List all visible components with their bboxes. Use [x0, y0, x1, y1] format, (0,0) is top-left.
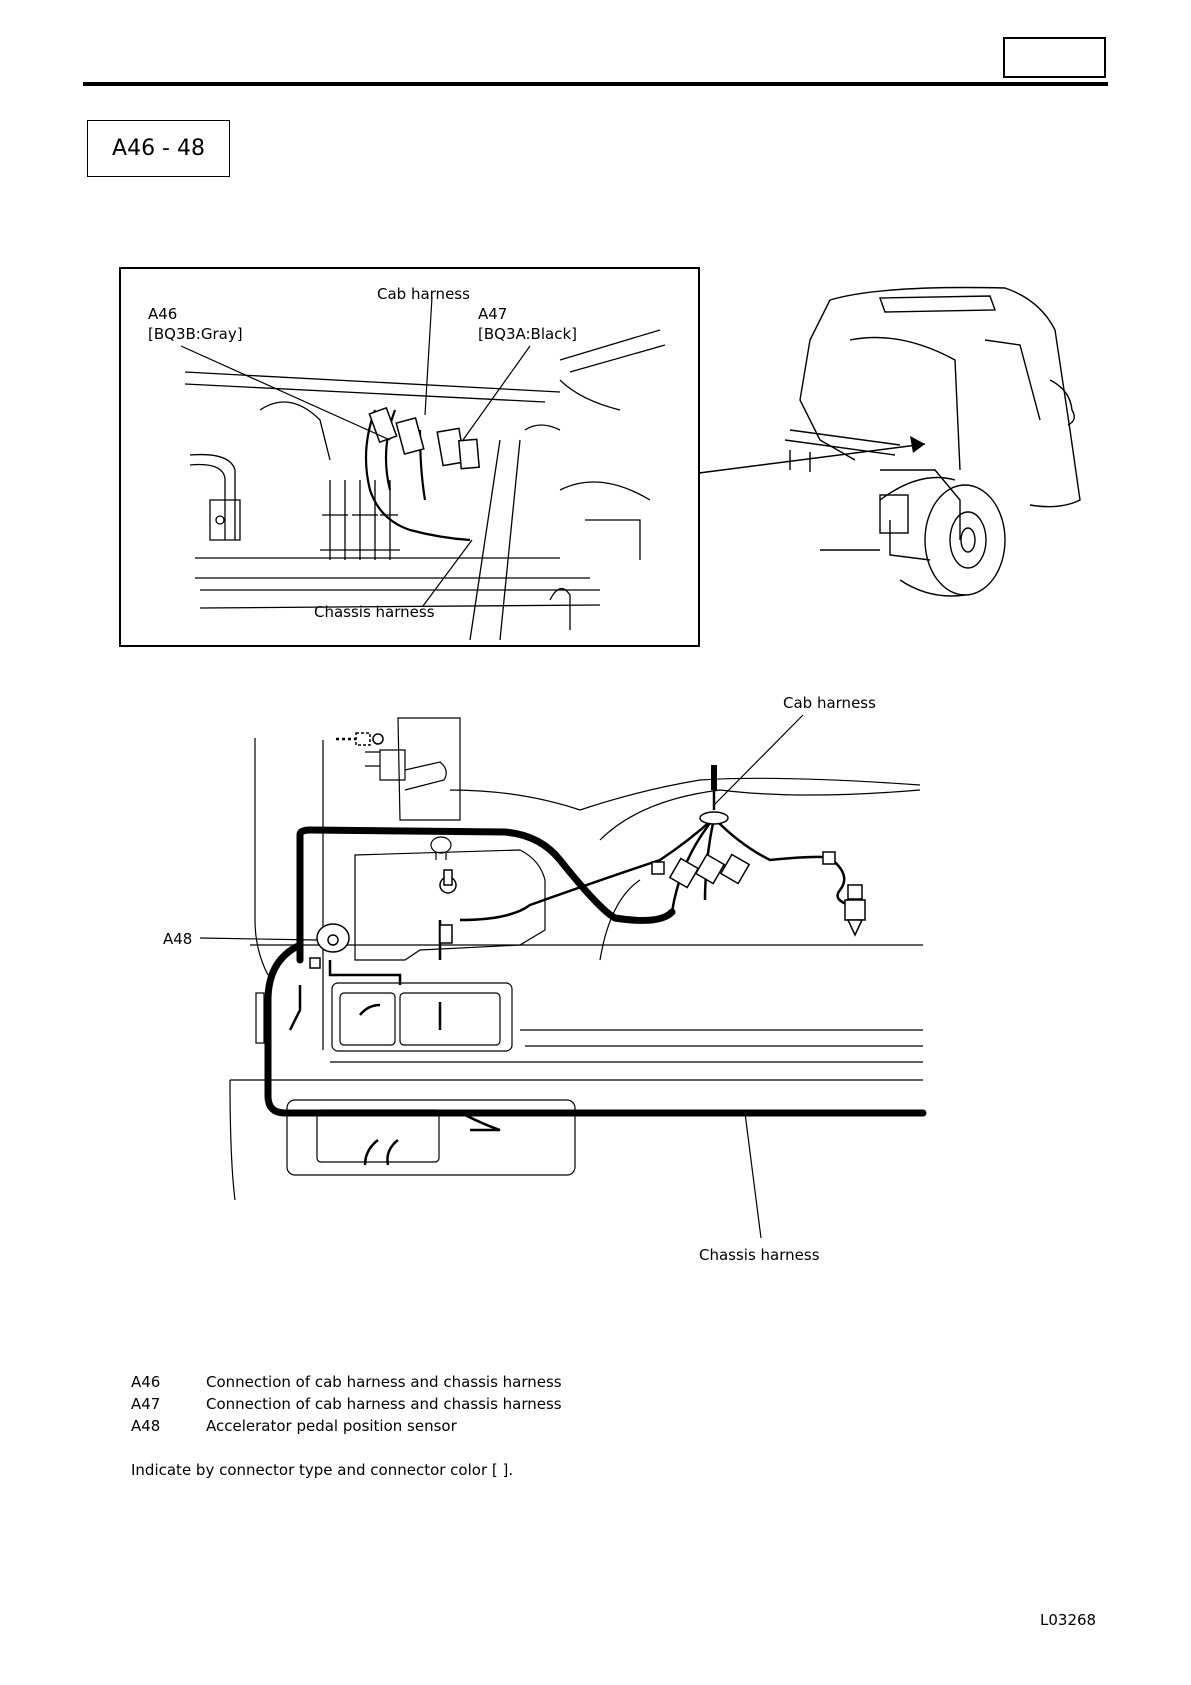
detail-a46-connector-label: [BQ3B:Gray] [148, 324, 243, 344]
inset-pointer-arrow [910, 436, 925, 453]
legend-description: Accelerator pedal position sensor [206, 1415, 457, 1437]
grommet [700, 812, 728, 824]
legend-code: A46 [131, 1371, 160, 1393]
detail-engine-area [185, 330, 665, 640]
legend-description: Connection of cab harness and chassis ha… [206, 1393, 562, 1415]
chassis-harness-leader-line [423, 540, 472, 606]
overview-cab-harness-label: Cab harness [783, 693, 876, 713]
legend-note: Indicate by connector type and connector… [131, 1459, 513, 1481]
cab-harness-leader-line [425, 297, 432, 415]
inset-pointer-line [699, 444, 925, 473]
document-code: L03268 [1040, 1610, 1096, 1630]
legend-description: Connection of cab harness and chassis ha… [206, 1371, 562, 1393]
legend-item: A47 Connection of cab harness and chassi… [131, 1393, 831, 1415]
overview-chassis-harness-label: Chassis harness [699, 1245, 820, 1265]
detail-a47-connector-label: [BQ3A:Black] [478, 324, 577, 344]
cab-harness-routes [290, 765, 850, 1165]
overview-cab-harness-leader [714, 715, 803, 805]
center-sensor-icon [440, 870, 456, 893]
overview-a48-label: A48 [163, 929, 192, 949]
a47-leader-line [463, 346, 530, 440]
right-sensor-icon [845, 885, 865, 935]
detail-cab-harness-label: Cab harness [377, 284, 470, 304]
detail-a46-label: A46 [148, 304, 177, 324]
chassis-harness-line [268, 945, 923, 1113]
legend-code: A47 [131, 1393, 160, 1415]
detail-a47-label: A47 [478, 304, 507, 324]
detail-chassis-harness-label: Chassis harness [314, 602, 435, 622]
overview-connectors [440, 852, 835, 943]
legend-code: A48 [131, 1415, 160, 1437]
overview-chassis-harness-leader [745, 1113, 761, 1238]
overview-body-lines [230, 718, 923, 1200]
top-left-dashed-connector [336, 733, 383, 745]
truck-cab-illustration [785, 288, 1080, 597]
legend-list: A46 Connection of cab harness and chassi… [131, 1371, 831, 1441]
legend-item: A46 Connection of cab harness and chassi… [131, 1371, 831, 1393]
legend-item: A48 Accelerator pedal position sensor [131, 1415, 831, 1437]
main-harness-line [300, 830, 672, 960]
